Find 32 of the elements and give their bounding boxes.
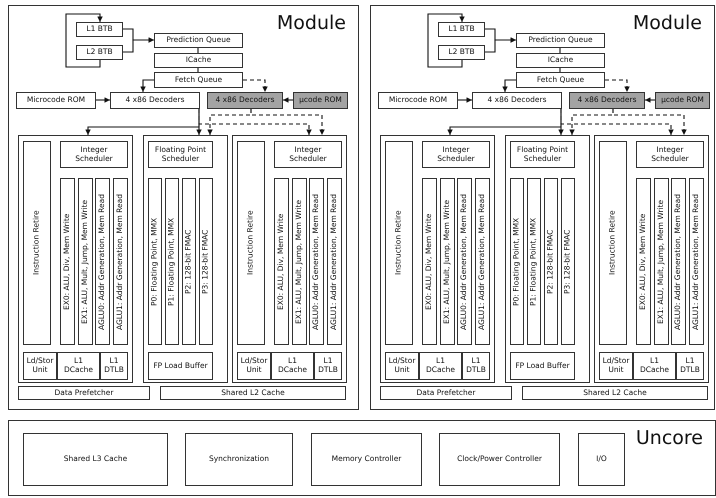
arrow	[612, 109, 687, 135]
cluster-panel	[380, 135, 495, 383]
uncore-panel	[8, 420, 716, 496]
arrow	[283, 97, 293, 103]
arrow	[123, 37, 154, 53]
module-panel	[8, 5, 359, 410]
arrow	[560, 109, 674, 135]
arrow	[198, 109, 312, 135]
panel-title: Module	[276, 14, 346, 33]
cluster-panel	[505, 135, 590, 383]
arrow	[243, 79, 268, 92]
arrow	[502, 79, 516, 92]
module-panel	[370, 5, 715, 410]
panel-title: Module	[632, 14, 702, 33]
cluster-panel	[18, 135, 133, 383]
connector-line	[197, 48, 199, 53]
arrow	[140, 79, 154, 92]
arrow	[427, 13, 465, 68]
arrow	[250, 109, 325, 135]
connector-line	[559, 68, 561, 72]
connector-line	[559, 48, 561, 53]
cluster-panel	[143, 135, 228, 383]
arrow	[485, 37, 516, 53]
arrow	[458, 97, 472, 103]
cluster-panel	[232, 135, 347, 383]
connector-line	[197, 68, 199, 72]
arrow	[65, 13, 103, 68]
arrow	[645, 97, 655, 103]
cluster-panel	[594, 135, 709, 383]
arrow	[605, 79, 630, 92]
arrow	[96, 97, 110, 103]
panel-title: Uncore	[636, 429, 703, 448]
